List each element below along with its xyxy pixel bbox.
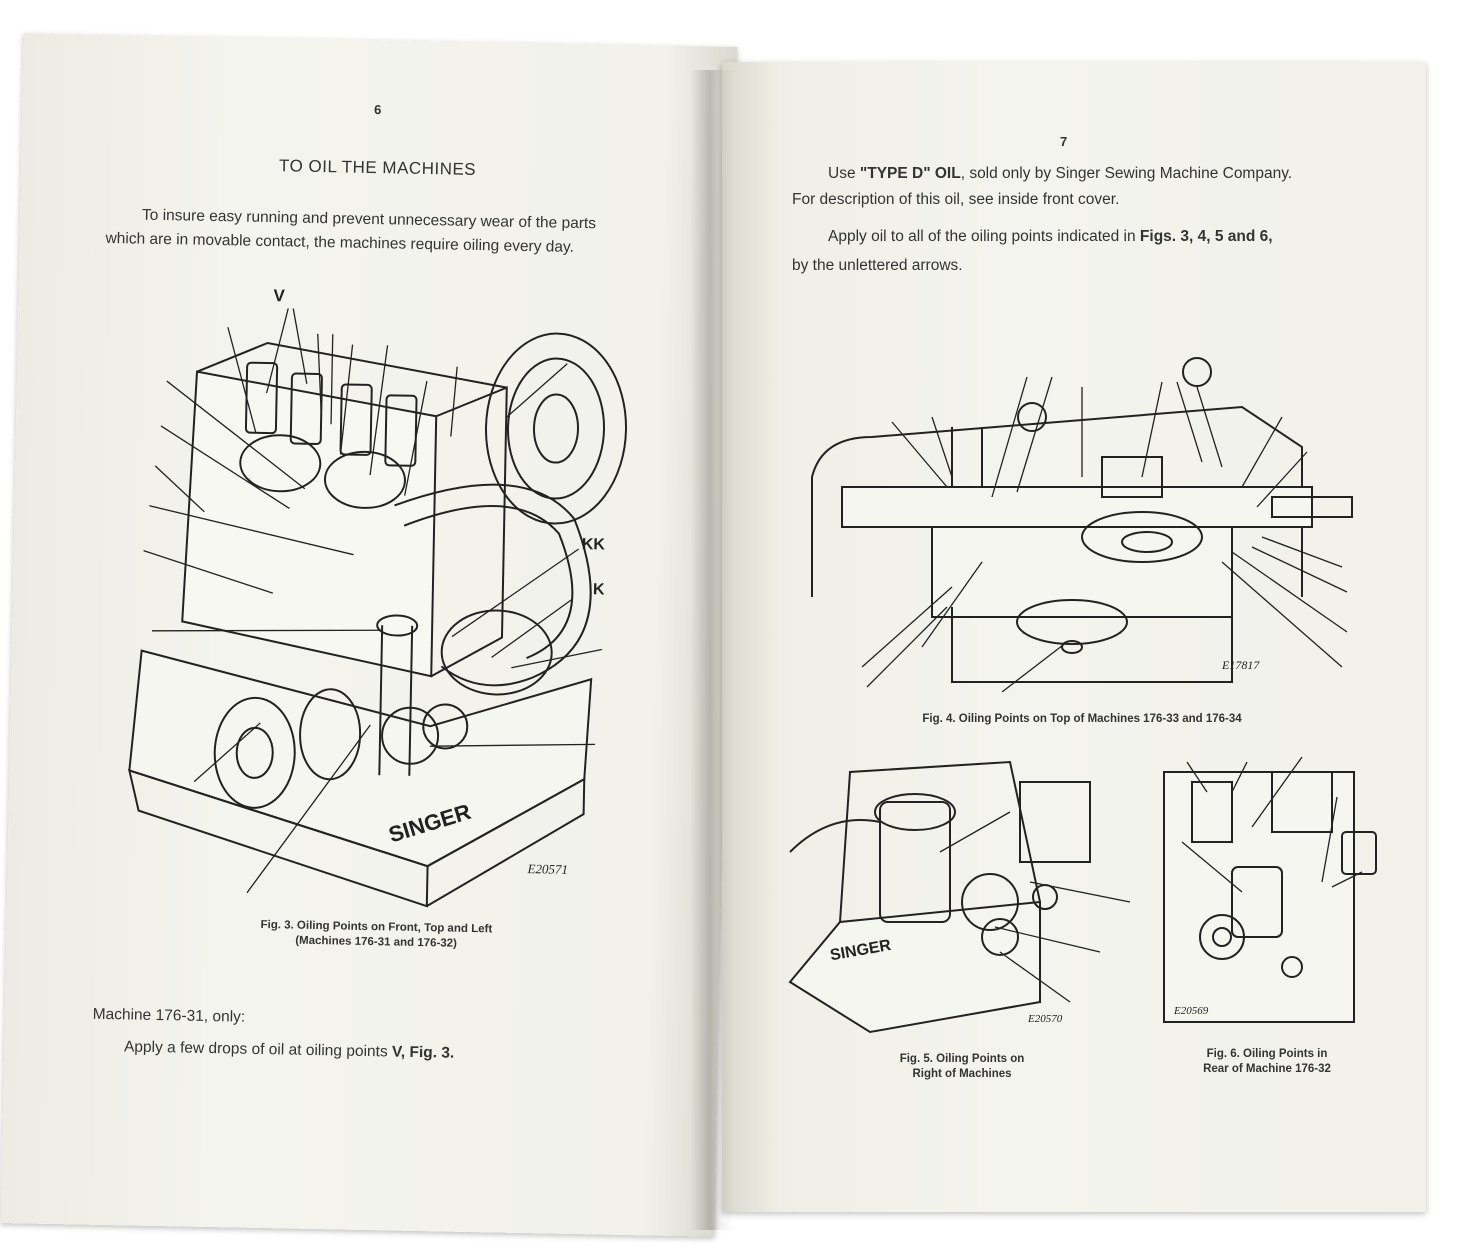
instruction-ref: V, Fig. 3. [391,1043,455,1062]
figure-5-code: E20570 [1027,1013,1063,1025]
label-v: V [273,286,285,305]
para-1-line-2: For description of this oil, see inside … [792,191,1120,208]
instruction-prefix: Apply a few drops of oil at oiling point… [123,1038,393,1061]
para-2-pre: Apply oil to all of the oiling points in… [828,228,1140,245]
figure-3-caption: Fig. 3. Oiling Points on Front, Top and … [206,917,547,954]
figure-6-caption: Fig. 6. Oiling Points in Rear of Machine… [1152,1047,1382,1077]
figure-6-caption-line-2: Rear of Machine 176-32 [1203,1063,1331,1075]
figure-5-caption: Fig. 5. Oiling Points on Right of Machin… [852,1052,1072,1082]
section-heading: TO OIL THE MACHINES [278,156,477,179]
figure-code: E20571 [526,861,568,877]
label-kk: KK [582,536,606,553]
instruction-line: Apply a few drops of oil at oiling point… [124,1035,455,1065]
para-1-use: Use [828,165,860,182]
right-page: 7 Use "TYPE D" OIL, sold only by Singer … [722,62,1426,1212]
page-number-left: 6 [373,102,382,118]
figure-refs: Figs. 3, 4, 5 and 6, [1139,228,1273,245]
para-1-line-1: Use "TYPE D" OIL, sold only by Singer Se… [828,162,1292,186]
book-gutter-shadow [690,70,734,1230]
left-page: 6 TO OIL THE MACHINES To insure easy run… [0,33,738,1237]
oil-type: "TYPE D" OIL [859,165,961,182]
figure-4-caption: Fig. 4. Oiling Points on Top of Machines… [922,713,1242,725]
figure-4-illustration: E17817 [802,347,1362,692]
figure-6-caption-line-1: Fig. 6. Oiling Points in [1206,1048,1328,1060]
figure-3-illustration: V KK K SINGER E20571 [97,250,650,920]
figure-5-caption-line-1: Fig. 5. Oiling Points on [899,1053,1025,1065]
page-number-right: 7 [1060,134,1068,149]
para-1-rest: , sold only by Singer Sewing Machine Com… [960,165,1293,182]
label-k: K [593,581,605,598]
figure-6-code: E20569 [1173,1005,1209,1017]
para-2-line-1: Apply oil to all of the oiling points in… [828,225,1273,249]
figure-6-illustration: E20569 [1152,752,1392,1032]
figure-4-code: E17817 [1221,658,1260,672]
figure-5-caption-line-2: Right of Machines [912,1068,1012,1080]
machine-note: Machine 176-31, only: [92,1005,246,1026]
para-2-line-2: by the unlettered arrows. [792,257,963,274]
figure-5-illustration: SINGER E20570 [770,752,1140,1042]
